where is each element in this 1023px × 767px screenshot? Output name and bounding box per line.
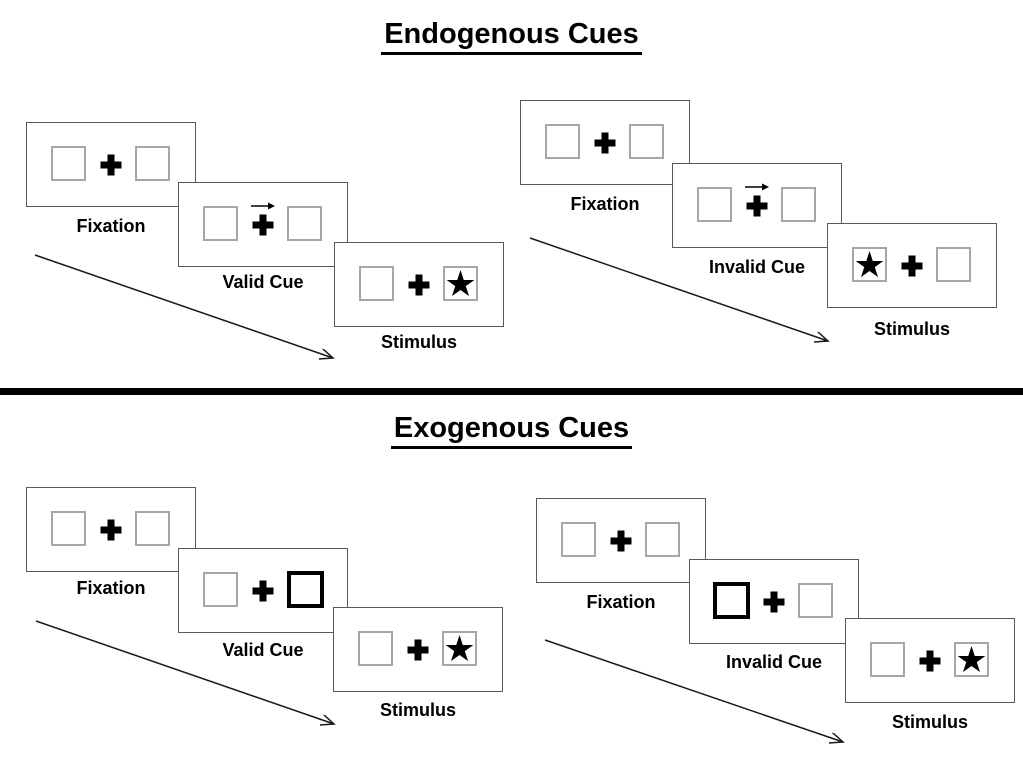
star-target-icon: ★	[955, 639, 988, 680]
right-box-with-star: ★	[442, 628, 477, 669]
trial-timeline-arrow	[529, 237, 837, 356]
left-box	[358, 631, 393, 666]
panel-label: Stimulus	[873, 319, 950, 339]
stimulus-panel: ★	[334, 242, 504, 327]
star-target-icon: ★	[853, 244, 886, 285]
left-box-with-star: ★	[852, 244, 887, 285]
left-box	[51, 146, 86, 181]
panel-label: Valid Cue	[222, 640, 304, 660]
trial-timeline-arrow	[544, 639, 852, 756]
fixation-cross-icon	[408, 274, 430, 295]
fixation-cross-icon	[252, 580, 274, 601]
panel-label: Valid Cue	[222, 272, 304, 292]
panel-label: Fixation	[76, 578, 146, 598]
fixation-cross-icon	[746, 195, 768, 216]
right-box	[936, 247, 971, 282]
valid-cue-panel	[178, 548, 348, 633]
right-box	[798, 583, 833, 618]
right-box	[645, 522, 680, 557]
endogenous-section-title: Endogenous Cues	[381, 18, 642, 55]
panel-label: Stimulus	[379, 700, 456, 720]
fixation-cross-icon	[919, 650, 941, 671]
left-box	[203, 572, 238, 607]
fixation-cross-icon	[100, 154, 122, 175]
right-arrow-cue-icon	[251, 202, 275, 210]
exogenous-section-title-row: Exogenous Cues	[0, 412, 1023, 449]
left-box	[697, 187, 732, 222]
right-box	[781, 187, 816, 222]
left-box	[870, 642, 905, 677]
invalid-cue-panel	[672, 163, 842, 248]
fixation-panel	[26, 487, 196, 572]
valid-cue-panel	[178, 182, 348, 267]
right-box	[135, 511, 170, 546]
fixation-cross-icon	[252, 214, 274, 235]
left-box	[359, 266, 394, 301]
panel-label: Stimulus	[891, 712, 968, 732]
left-box	[545, 124, 580, 159]
right-box-with-star: ★	[443, 263, 478, 304]
panel-label: Fixation	[76, 216, 146, 236]
fixation-cross-icon	[407, 639, 429, 660]
stimulus-panel: ★	[827, 223, 997, 308]
panel-label: Fixation	[586, 592, 656, 612]
fixation-panel	[520, 100, 690, 185]
fixation-cross-icon	[594, 132, 616, 153]
fixation-panel	[26, 122, 196, 207]
exogenous-section-title: Exogenous Cues	[390, 412, 633, 449]
trial-timeline-arrow	[35, 620, 343, 739]
right-box-highlighted-cue	[287, 571, 324, 608]
fixation-panel	[536, 498, 706, 583]
right-box	[135, 146, 170, 181]
endogenous-section-title-row: Endogenous Cues	[0, 18, 1023, 55]
right-box	[287, 206, 322, 241]
stimulus-panel: ★	[845, 618, 1015, 703]
star-target-icon: ★	[444, 263, 477, 304]
panel-label: Invalid Cue	[708, 257, 806, 277]
star-target-icon: ★	[443, 628, 476, 669]
fixation-cross-icon	[100, 519, 122, 540]
left-box	[203, 206, 238, 241]
panel-label: Stimulus	[380, 332, 457, 352]
section-divider	[0, 388, 1023, 395]
panel-label: Invalid Cue	[725, 652, 823, 672]
panel-label: Fixation	[570, 194, 640, 214]
right-arrow-cue-icon	[745, 183, 769, 191]
fixation-cross-icon	[763, 591, 785, 612]
invalid-cue-panel	[689, 559, 859, 644]
trial-timeline-arrow	[34, 254, 342, 373]
fixation-cross-icon	[610, 530, 632, 551]
left-box-highlighted-cue	[713, 582, 750, 619]
stimulus-panel: ★	[333, 607, 503, 692]
left-box	[51, 511, 86, 546]
fixation-cross-icon	[901, 255, 923, 276]
right-box	[629, 124, 664, 159]
left-box	[561, 522, 596, 557]
right-box-with-star: ★	[954, 639, 989, 680]
